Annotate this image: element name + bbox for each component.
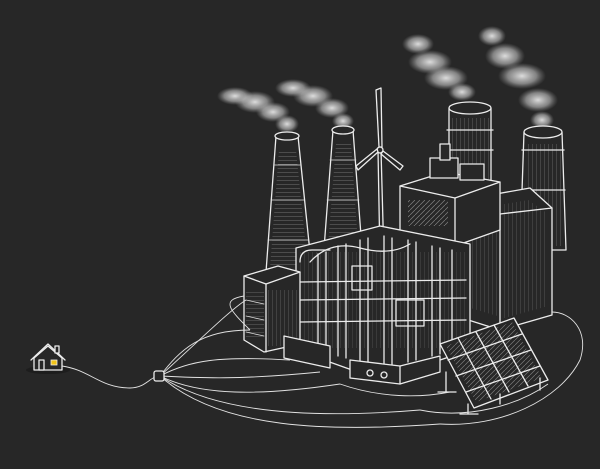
smoke-plume-stack-2 [275,79,354,129]
smoke-plume-stack-1 [217,87,299,133]
smoke-plume-stack-3 [402,34,476,101]
smoke-plumes [217,26,558,133]
solar-panel-array [437,317,549,415]
smoke-plume-stack-4 [478,26,558,129]
smokestack-2 [322,125,364,263]
house-lit-window [50,359,58,366]
house-icon [26,343,70,374]
power-cables [61,295,584,428]
